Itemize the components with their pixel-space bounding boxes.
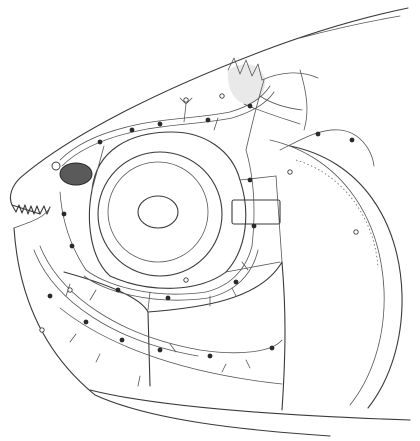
postorbital-bone (226, 180, 246, 272)
pore (70, 244, 75, 249)
cheek-plate-upper (148, 262, 282, 312)
cheek-plates (60, 262, 285, 410)
pore (316, 132, 321, 137)
pore (130, 128, 135, 133)
open-pore (354, 230, 358, 234)
pupil (138, 196, 178, 228)
pore (248, 104, 253, 109)
pore (116, 288, 121, 293)
pore (208, 354, 213, 359)
pore (270, 346, 275, 351)
pore (98, 140, 103, 145)
orbit-inner-ring (108, 162, 208, 262)
posterior-nostril (60, 163, 92, 185)
nostril (52, 162, 92, 185)
supraorbital-suture (244, 104, 300, 124)
pore (120, 338, 125, 343)
pore (158, 122, 163, 127)
pore (62, 212, 67, 217)
orbit-outer-ring (98, 152, 222, 276)
open-pore (184, 278, 188, 282)
supraorbital-canal-lower (62, 92, 274, 166)
open-pore (184, 98, 188, 102)
suborbital-bone (110, 272, 226, 288)
infraorbital-canal-anterior (60, 192, 86, 270)
pore (84, 320, 89, 325)
mandibular-pore-branches (70, 334, 250, 386)
posttemporal-line (260, 96, 302, 110)
mandibular-canal (34, 250, 198, 356)
head-outline (10, 8, 410, 436)
open-pore (40, 328, 44, 332)
open-pore (220, 94, 224, 98)
cheek-plate-anterior (64, 272, 150, 386)
dorsal-edge-line (300, 16, 400, 38)
ventral-profile-line (90, 390, 410, 420)
pore (350, 138, 355, 143)
open-pore (288, 170, 292, 174)
pore (166, 296, 171, 301)
lacrimal-bone (89, 190, 110, 276)
pore (158, 348, 163, 353)
preopercle-vertical-limb (282, 262, 285, 410)
pore (48, 294, 53, 299)
inner-opercular-margin (270, 140, 384, 405)
postorbital-plate (232, 200, 280, 224)
pore-branch-2 (214, 118, 218, 130)
circumorbital-bones (89, 132, 282, 310)
canal-pores (40, 94, 358, 386)
pore (234, 280, 239, 285)
preopercle-anterior-edge (276, 176, 282, 262)
pore (252, 224, 257, 229)
supraorbital-bone (92, 132, 240, 190)
lateral-line-canals (34, 80, 374, 356)
anterior-nostril (52, 162, 60, 170)
open-pore (68, 288, 72, 292)
pore (206, 118, 211, 123)
infraorbital-canal-posterior (246, 150, 254, 246)
pore (248, 178, 253, 183)
dorsal-profile-line (20, 8, 408, 178)
orbit (98, 152, 222, 276)
